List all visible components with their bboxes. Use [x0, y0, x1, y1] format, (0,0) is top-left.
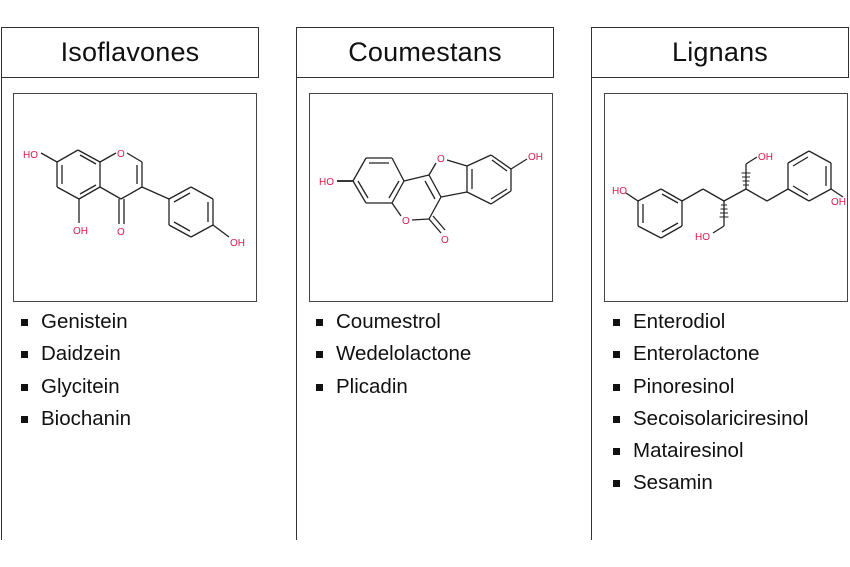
compound-list-isoflavones: Genistein Daidzein Glycitein Biochanin	[21, 306, 131, 435]
structure-box-isoflavone: HO O O OH OH	[13, 93, 257, 302]
bullet-icon	[613, 383, 620, 391]
list-item: Sesamin	[613, 467, 808, 499]
column-title: Isoflavones	[60, 37, 200, 67]
bullet-icon	[21, 415, 28, 423]
column-border-divider-1	[296, 27, 297, 540]
atom-label: O	[402, 216, 410, 227]
bullet-icon	[613, 415, 620, 423]
lignan-structure-icon: HO OH HO OH	[612, 150, 846, 243]
compound-list-lignans: Enterodiol Enterolactone Pinoresinol Sec…	[613, 306, 808, 500]
list-item: Glycitein	[21, 371, 131, 403]
column-header-lignans: Lignans	[591, 27, 849, 78]
bullet-icon	[21, 383, 28, 391]
bullet-icon	[316, 351, 323, 359]
list-item: Daidzein	[21, 338, 131, 370]
atom-label: O	[117, 149, 125, 160]
atom-label: OH	[230, 238, 245, 249]
list-item: Wedelolactone	[316, 338, 471, 370]
list-item: Biochanin	[21, 403, 131, 435]
bullet-icon	[613, 448, 620, 456]
compound-list-coumestans: Coumestrol Wedelolactone Plicadin	[316, 306, 471, 403]
atom-label: OH	[831, 197, 846, 208]
bullet-icon	[316, 383, 323, 391]
list-item: Genistein	[21, 306, 131, 338]
atom-label: O	[437, 154, 445, 165]
structure-box-lignan: HO OH HO OH	[604, 93, 848, 302]
atom-label: OH	[73, 226, 88, 237]
atom-label: HO	[319, 177, 334, 188]
structure-box-coumestan: HO O O O OH	[309, 93, 553, 302]
column-border-divider-2	[591, 27, 592, 540]
bullet-icon	[613, 480, 620, 488]
bullet-icon	[21, 319, 28, 326]
column-border-left	[1, 27, 2, 540]
column-title: Coumestans	[348, 37, 502, 67]
column-title: Lignans	[672, 37, 768, 67]
list-item: Secoisolariciresinol	[613, 403, 808, 435]
bullet-icon	[613, 319, 620, 326]
column-header-isoflavones: Isoflavones	[1, 27, 259, 78]
atom-label: OH	[758, 152, 773, 163]
list-item: Plicadin	[316, 371, 471, 403]
isoflavone-structure-icon: HO O O OH OH	[23, 149, 245, 249]
coumestan-structure-icon: HO O O O OH	[319, 152, 543, 246]
bullet-icon	[613, 351, 620, 359]
atom-label: O	[117, 227, 125, 238]
list-item: Matairesinol	[613, 435, 808, 467]
bullet-icon	[316, 319, 323, 326]
atom-label: HO	[23, 150, 38, 161]
atom-label: O	[441, 235, 449, 246]
atom-label: OH	[528, 152, 543, 163]
atom-label: HO	[612, 186, 627, 197]
atom-label: HO	[695, 232, 710, 243]
list-item: Enterolactone	[613, 338, 808, 370]
list-item: Enterodiol	[613, 306, 808, 338]
list-item: Coumestrol	[316, 306, 471, 338]
list-item: Pinoresinol	[613, 371, 808, 403]
column-header-coumestans: Coumestans	[296, 27, 554, 78]
bullet-icon	[21, 351, 28, 359]
